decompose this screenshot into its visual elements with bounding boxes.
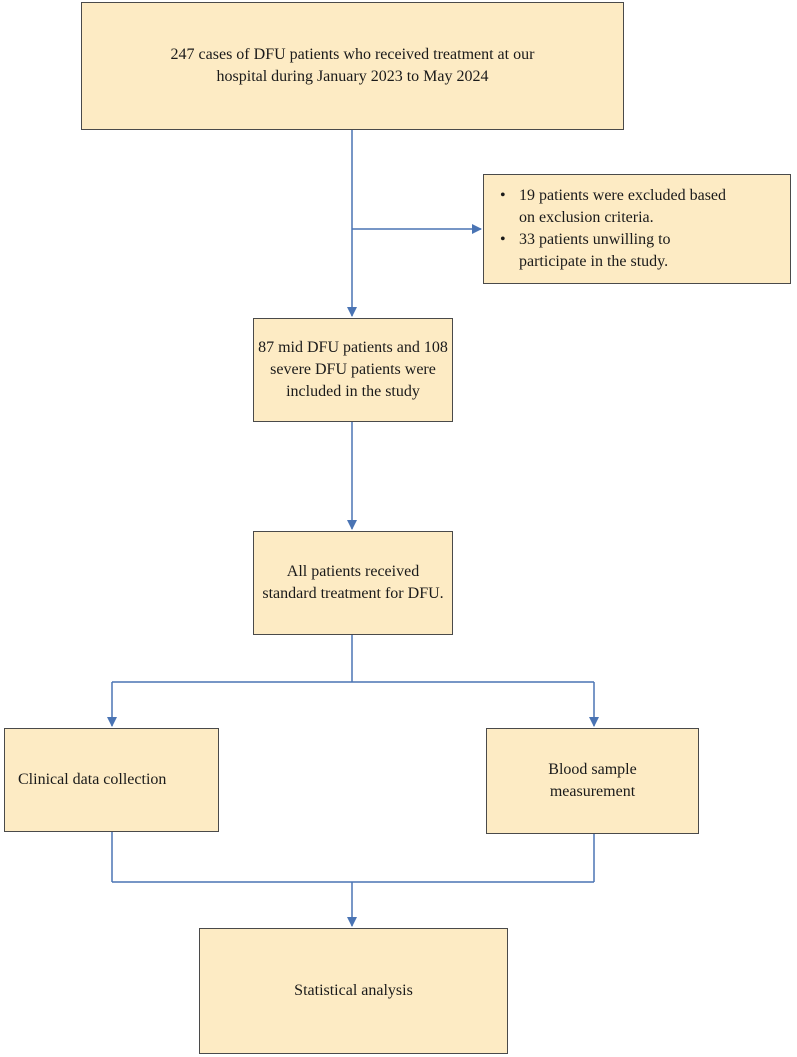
clinical-data-text: Clinical data collection: [18, 771, 167, 788]
blood-sample-box: Blood sample measurement: [486, 728, 699, 834]
exclusion-item: 33 patients unwilling to participate in …: [484, 229, 734, 273]
enrolled-box: 87 mid DFU patients and 108 severe DFU p…: [253, 318, 453, 422]
exclusions-list: 19 patients were excluded based on exclu…: [484, 185, 734, 273]
treatment-box: All patients received standard treatment…: [253, 531, 453, 635]
exclusions-box: 19 patients were excluded based on exclu…: [483, 174, 791, 284]
statistical-analysis-box: Statistical analysis: [199, 928, 508, 1054]
intake-text: 247 cases of DFU patients who received t…: [170, 46, 535, 85]
intake-box: 247 cases of DFU patients who received t…: [81, 2, 624, 130]
treatment-text: All patients received standard treatment…: [262, 563, 444, 602]
statistical-analysis-text: Statistical analysis: [294, 982, 413, 999]
enrolled-text: 87 mid DFU patients and 108 severe DFU p…: [258, 339, 448, 400]
clinical-data-box: Clinical data collection: [4, 728, 219, 832]
blood-sample-text: Blood sample measurement: [548, 761, 637, 800]
exclusion-item: 19 patients were excluded based on exclu…: [484, 185, 734, 229]
